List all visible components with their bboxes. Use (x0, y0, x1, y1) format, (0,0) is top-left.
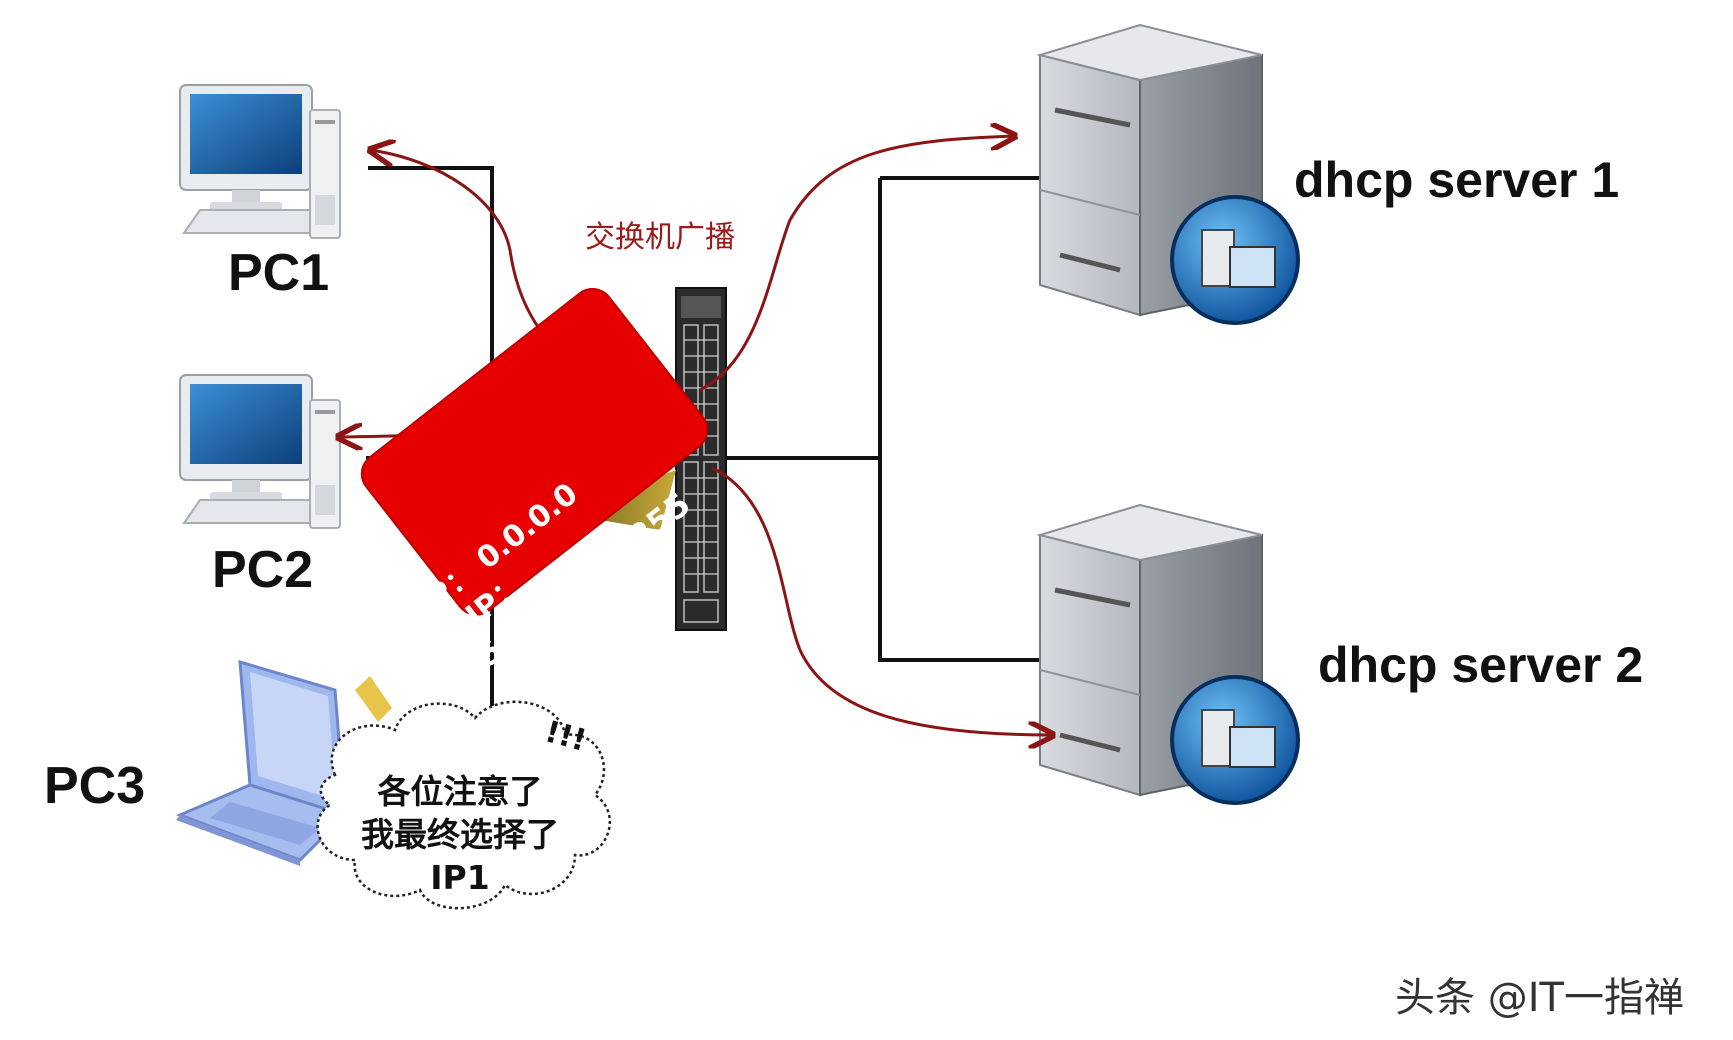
arrow-to-server1 (699, 136, 1015, 392)
server1-label: dhcp server 1 (1294, 152, 1620, 208)
speech-bubble (316, 700, 612, 910)
pc2-label: PC2 (212, 541, 314, 599)
pc3-laptop-icon (175, 659, 348, 866)
pc1-label: PC1 (228, 244, 330, 302)
pc2-computer-icon (179, 374, 341, 529)
bubble-line-3: IP1 (430, 858, 490, 897)
packet-arrow-head (355, 470, 676, 722)
arrow-to-server2 (711, 466, 1053, 735)
server2-label: dhcp server 2 (1318, 637, 1644, 693)
wire-servers (878, 176, 1040, 662)
server2-icon (1036, 503, 1300, 805)
switch-caption: 交换机广播 (585, 220, 735, 255)
bubble-line-1: 各位注意了 (377, 772, 543, 811)
pc3-label: PC3 (44, 757, 146, 815)
watermark: 头条 @IT一指禅 (1395, 975, 1684, 1021)
pc1-computer-icon (179, 84, 341, 239)
speech-bubble-text: 各位注意了 我最终选择了 IP1 (330, 770, 590, 899)
server1-icon (1036, 23, 1300, 325)
bubble-line-2: 我最终选择了 (361, 815, 559, 854)
